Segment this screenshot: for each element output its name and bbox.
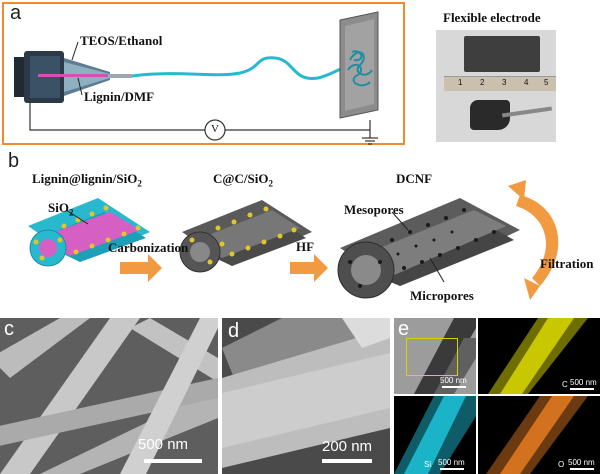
- stage3-pores: [348, 208, 496, 288]
- panel-c-sem-image: c 500 nm: [0, 318, 218, 474]
- filtration-arrow: [516, 195, 559, 286]
- tem-image: e 500 nm: [394, 318, 476, 394]
- mesopores-leader: [391, 211, 409, 231]
- oxygen-signal: [486, 396, 588, 474]
- panel-d-sem-image: d 200 nm: [222, 318, 390, 474]
- ruler-number: 1: [458, 78, 463, 87]
- fiber-mat: [347, 50, 373, 87]
- element-label-o: O: [558, 460, 565, 469]
- scale-label-e-o: 500 nm: [568, 458, 595, 467]
- panel-b-letter: b: [8, 150, 20, 172]
- element-label-c: C: [562, 380, 568, 389]
- electrospun-jet: [131, 56, 356, 80]
- sio2-label: SiO2: [48, 200, 73, 218]
- stage3-title: DCNF: [396, 171, 433, 186]
- circuit-wire: [29, 95, 205, 131]
- stage2-fiber: [179, 200, 312, 273]
- hf-arrow: [290, 254, 328, 282]
- panel-d-letter: d: [228, 320, 240, 342]
- micropores-label: Micropores: [410, 288, 474, 303]
- scale-label-e-c: 500 nm: [570, 378, 597, 387]
- stage1-title-text: Lignin@lignin/SiO: [32, 171, 138, 186]
- micropores-leader: [429, 257, 445, 283]
- ruler-number: 2: [480, 78, 485, 87]
- electrode-sheet: [464, 36, 540, 72]
- electrode-photo: 1 2 3 4 5: [436, 30, 556, 142]
- eds-map-silicon: Si 500 nm: [394, 396, 476, 474]
- sio2-label-text: SiO: [48, 200, 69, 215]
- panel-c-letter: c: [4, 318, 14, 340]
- filtration-label: Filtration: [540, 256, 594, 271]
- stage2-silica-dots: [189, 206, 297, 265]
- ruler-number: 3: [502, 78, 507, 87]
- scale-label-d: 200 nm: [322, 438, 373, 455]
- step-hf: HF: [296, 239, 315, 254]
- scale-bar-e-o: [570, 468, 594, 470]
- stage2-title-text: C@C/SiO: [213, 171, 269, 186]
- tem-selection-box: [406, 338, 458, 376]
- scale-bar-e-c: [570, 388, 594, 390]
- sio2-label-sub: 2: [68, 207, 74, 218]
- scale-label-c: 500 nm: [138, 436, 189, 453]
- scale-bar-d: [322, 459, 372, 463]
- stage1-fiber: [28, 198, 150, 267]
- stage1-title-sub: 2: [137, 178, 142, 189]
- voltmeter-icon: [204, 119, 226, 141]
- eds-map-oxygen: O 500 nm: [478, 396, 600, 474]
- stage1-title: Lignin@lignin/SiO2: [32, 171, 142, 189]
- scale-label-e-si: 500 nm: [438, 458, 465, 467]
- ruler: 1 2 3 4 5: [444, 76, 556, 91]
- voltmeter-label: V: [211, 123, 219, 135]
- syringe-icon: [14, 51, 132, 103]
- label-teos-ethanol: TEOS/Ethanol: [80, 33, 163, 48]
- panel-e-letter: e: [398, 318, 410, 340]
- scale-bar-c: [144, 459, 202, 463]
- scale-bar-e-si: [440, 468, 464, 470]
- stage3-fiber: [337, 198, 520, 299]
- step-carbonization: Carbonization: [108, 240, 189, 255]
- mesopores-label: Mesopores: [344, 202, 404, 217]
- carbon-signal: [488, 318, 588, 394]
- stage1-silica-dots: [33, 205, 141, 261]
- silicon-signal: [394, 396, 476, 474]
- sem-fibers-c: [0, 318, 218, 474]
- panel-a-letter: a: [10, 2, 22, 24]
- panel-a-frame: [2, 2, 405, 145]
- ground-icon: [362, 130, 378, 145]
- ruler-number: 5: [544, 78, 549, 87]
- ruler-number: 4: [524, 78, 529, 87]
- sem-fibers-d: [222, 318, 390, 468]
- flexible-electrode-title: Flexible electrode: [443, 10, 541, 25]
- stage2-title: C@C/SiO2: [213, 171, 273, 189]
- label-lignin-dmf: Lignin/DMF: [84, 89, 155, 104]
- element-label-si: Si: [424, 460, 432, 469]
- scale-bar-e-tem: [442, 386, 466, 388]
- eds-map-carbon: C 500 nm: [478, 318, 600, 394]
- carbonization-arrow: [120, 254, 162, 282]
- stage2-title-sub: 2: [268, 178, 273, 189]
- scale-label-e-tem: 500 nm: [440, 376, 467, 385]
